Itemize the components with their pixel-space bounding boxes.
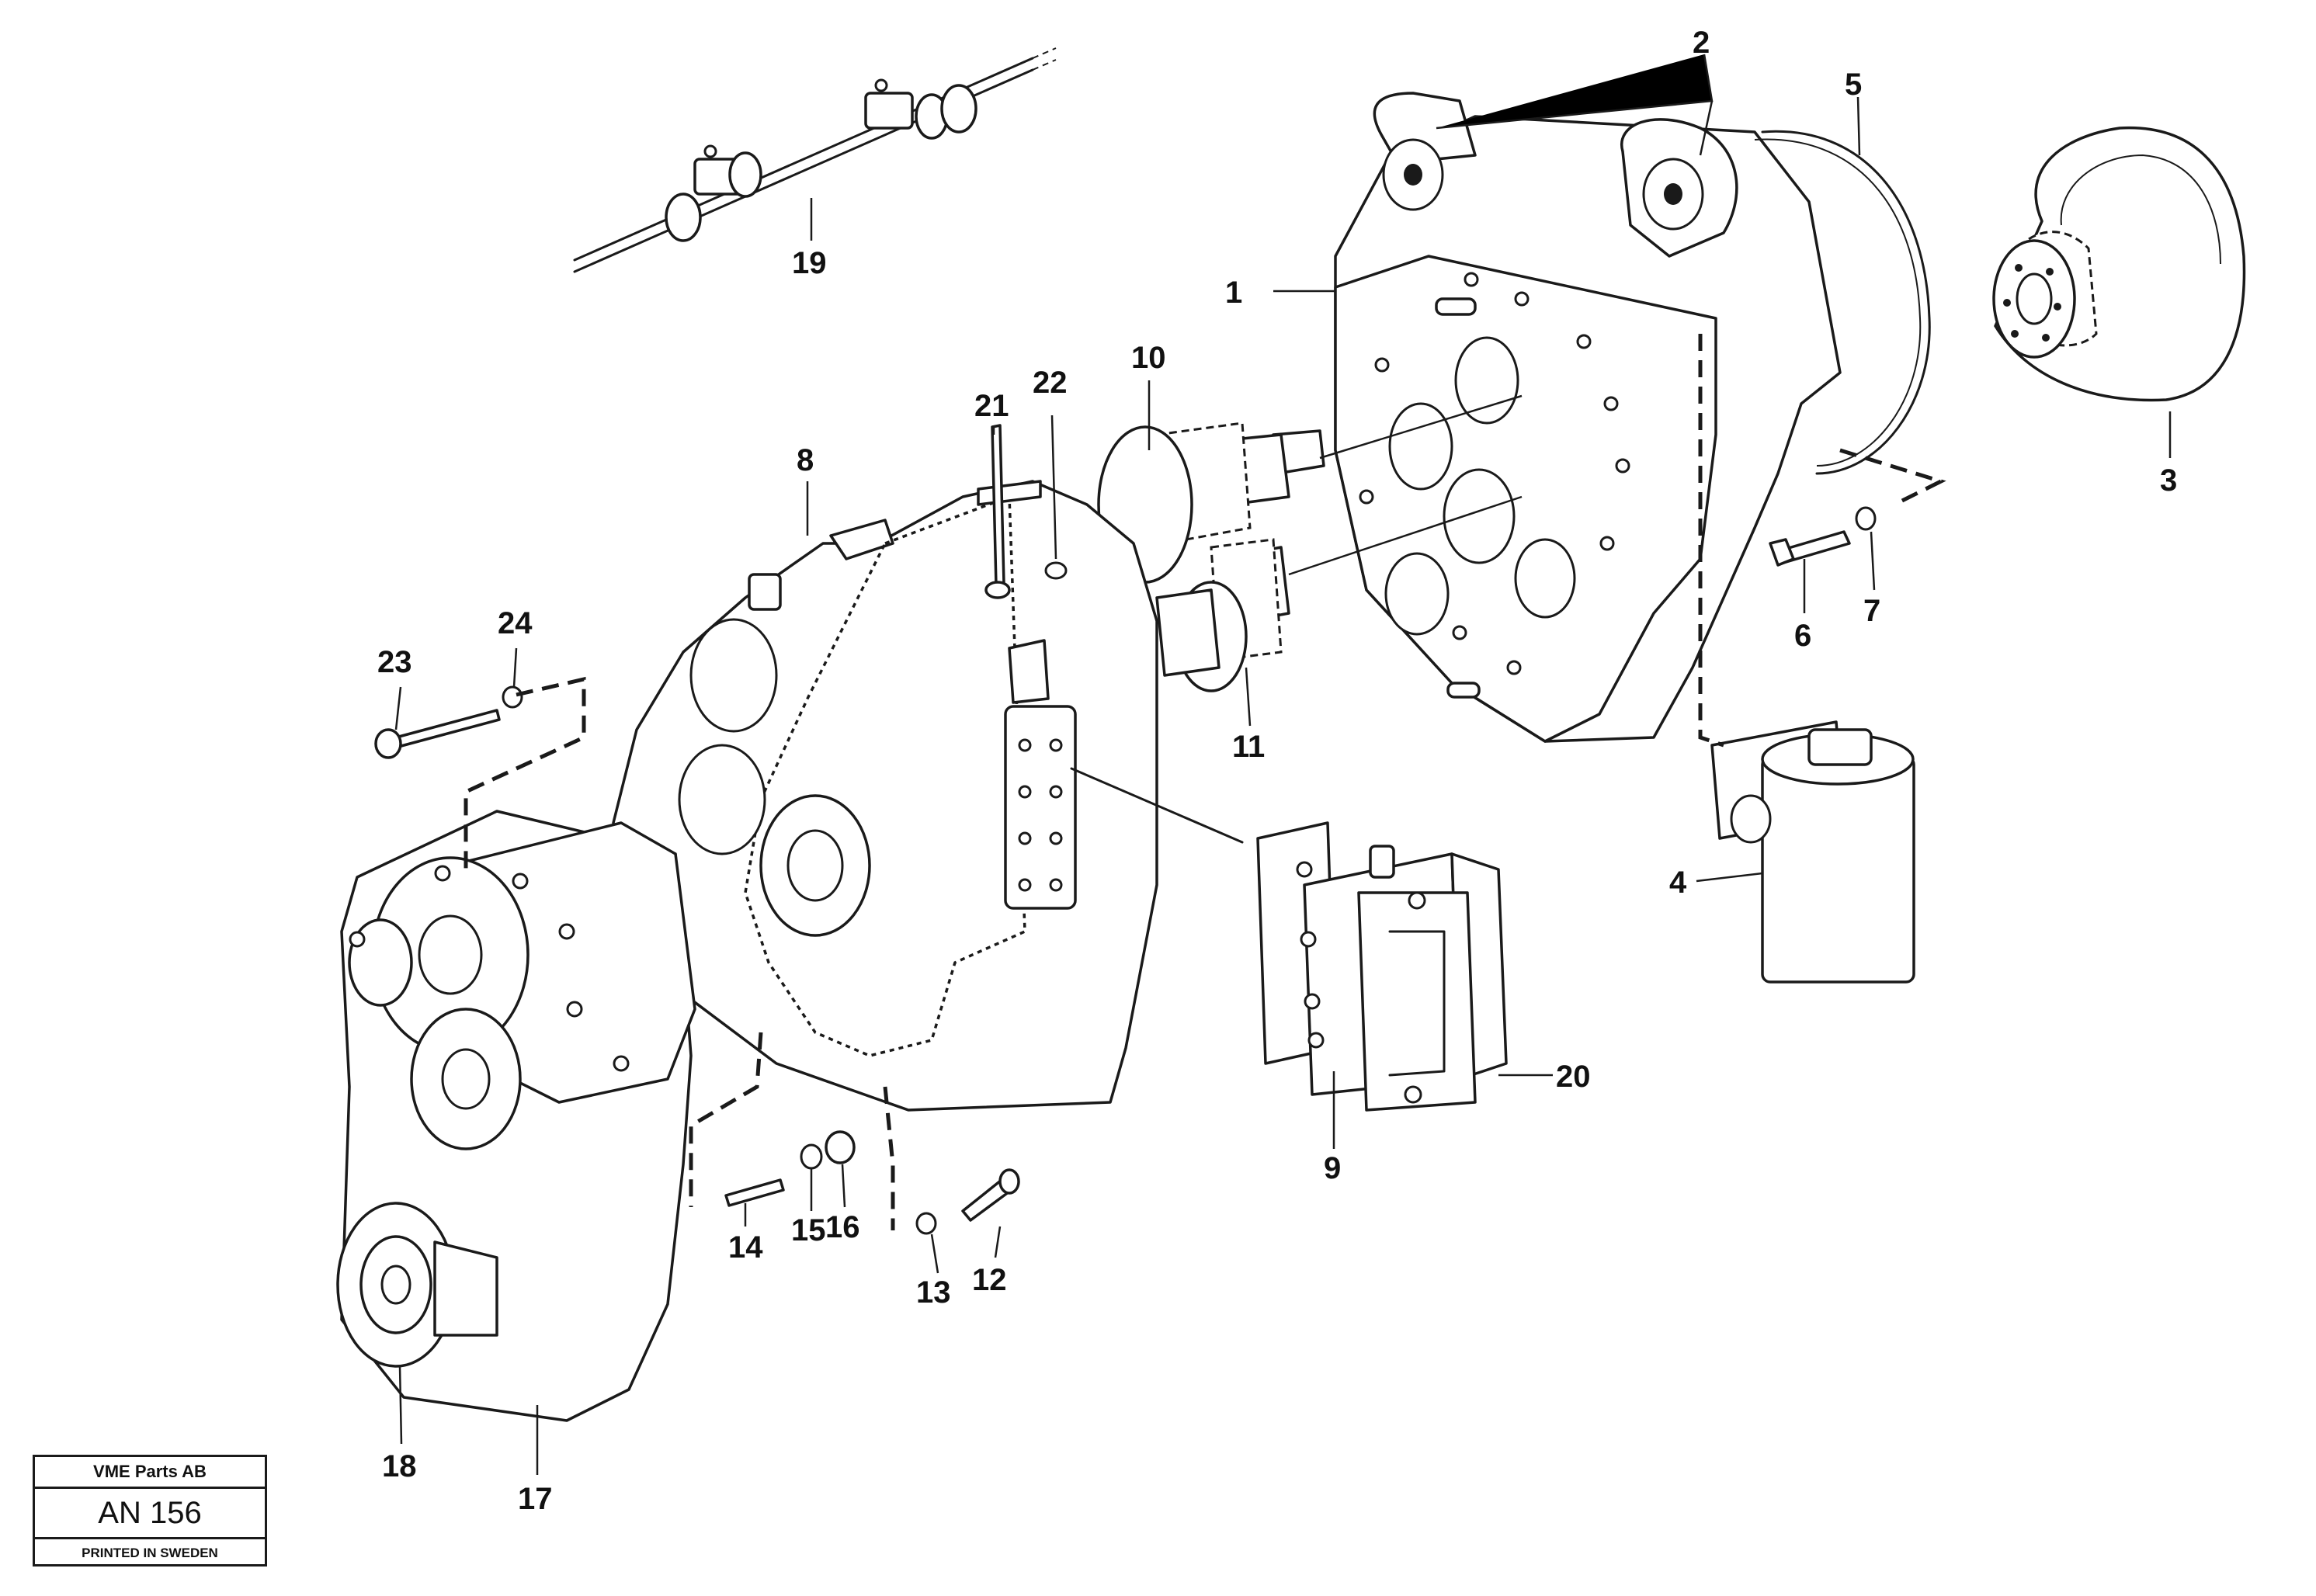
transfer-case <box>336 810 696 1422</box>
label-24: 24 <box>498 606 533 640</box>
company-name: VME Parts AB <box>35 1457 265 1489</box>
label-17: 17 <box>518 1482 553 1516</box>
label-16: 16 <box>825 1210 860 1244</box>
label-12: 12 <box>972 1263 1007 1297</box>
oil-filter <box>1710 720 1915 984</box>
label-8: 8 <box>797 443 814 477</box>
part-labels: 1 2 3 4 5 6 7 8 9 10 11 12 13 14 15 16 1… <box>377 26 2177 1516</box>
gearbox-housing <box>612 480 1244 1112</box>
assembly-dashed-lines <box>464 334 1946 1230</box>
label-7: 7 <box>1863 594 1880 628</box>
bolt-and-washer <box>1769 506 1877 567</box>
label-11: 11 <box>1232 730 1265 764</box>
label-6: 6 <box>1794 619 1811 653</box>
label-10: 10 <box>1131 341 1166 375</box>
label-13: 13 <box>916 1275 951 1310</box>
rear-housing <box>1334 92 1842 743</box>
print-note: PRINTED IN SWEDEN <box>82 1546 218 1560</box>
label-1: 1 <box>1225 276 1242 310</box>
control-valve <box>1256 821 1508 1112</box>
diagram-code: AN 156 <box>35 1489 265 1539</box>
label-19: 19 <box>792 246 827 280</box>
torque-converter <box>1992 126 2246 402</box>
fasteners <box>374 685 1020 1235</box>
leader-lines <box>394 54 2172 1475</box>
gasket-ring <box>1754 130 1931 475</box>
label-2: 2 <box>1693 26 1710 60</box>
label-14: 14 <box>728 1230 763 1265</box>
label-18: 18 <box>382 1449 417 1483</box>
hose-assembly <box>573 47 1057 273</box>
label-15: 15 <box>791 1213 826 1247</box>
label-23: 23 <box>377 645 412 679</box>
label-22: 22 <box>1033 366 1068 400</box>
label-20: 20 <box>1556 1060 1591 1094</box>
label-3: 3 <box>2160 463 2177 498</box>
label-9: 9 <box>1324 1151 1341 1185</box>
label-4: 4 <box>1669 866 1687 900</box>
label-5: 5 <box>1845 68 1862 102</box>
label-21: 21 <box>974 389 1009 423</box>
title-block: VME Parts AB AN 156 PRINTED IN SWEDEN <box>33 1455 267 1567</box>
housing-bolt <box>984 424 1068 599</box>
